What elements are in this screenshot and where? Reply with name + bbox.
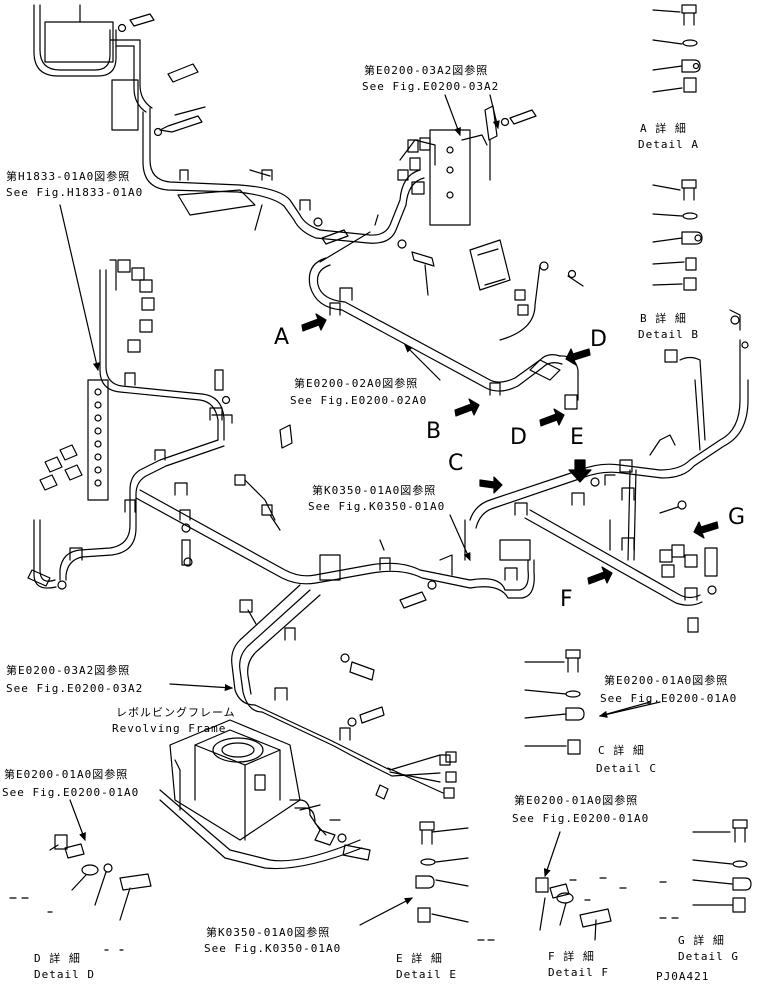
ref-e0200-02a0-en: See Fig.E0200-02A0 xyxy=(290,394,428,407)
detail-d-jp: D 詳 細 xyxy=(34,952,81,965)
arrow-letter-a: A xyxy=(274,325,290,350)
ref-e0200-01a0-bottom-en: See Fig.E0200-01A0 xyxy=(512,812,650,825)
ref-e0200-03a2-top-en: See Fig.E0200-03A2 xyxy=(362,80,500,93)
ref-e0200-03a2-left-en: See Fig.E0200-03A2 xyxy=(6,682,144,695)
detail-f-parts xyxy=(535,877,627,941)
detail-b-en: Detail B xyxy=(638,328,699,341)
top-central-harness xyxy=(315,105,584,341)
arrow-letter-g: G xyxy=(728,505,746,530)
detail-a-jp: A 詳 細 xyxy=(640,122,687,135)
arrow-letter-d-1: D xyxy=(590,327,607,352)
detail-c-jp: C 詳 細 xyxy=(598,744,645,757)
ref-h1833-en: See Fig.H1833-01A0 xyxy=(6,186,144,199)
arrow-letter-e: E xyxy=(570,425,584,450)
reference-leaders xyxy=(59,94,661,926)
frame-label-en: Revolving Frame xyxy=(112,722,227,735)
detail-e-jp: E 詳 細 xyxy=(396,952,443,965)
detail-g-parts xyxy=(659,819,752,919)
detail-c-en: Detail C xyxy=(596,762,657,775)
detail-d-en: Detail D xyxy=(34,968,95,981)
detail-a-parts xyxy=(652,4,701,93)
detail-d-parts xyxy=(9,834,152,951)
top-left-harness xyxy=(33,4,321,239)
revolving-frame xyxy=(159,719,371,870)
right-harness xyxy=(464,309,749,633)
middle-harness xyxy=(135,474,535,800)
detail-a-en: Detail A xyxy=(638,138,699,151)
ref-k0350-bottom-jp: 第K0350-01A0図参照 xyxy=(206,926,331,939)
drawing-id: PJ0A421 xyxy=(656,970,710,983)
ref-e0200-01a0-left-en: See Fig.E0200-01A0 xyxy=(2,786,140,799)
ref-k0350-bottom-en: See Fig.K0350-01A0 xyxy=(204,942,342,955)
detail-f-jp: F 詳 細 xyxy=(548,950,595,963)
detail-g-jp: G 詳 細 xyxy=(678,934,725,947)
ref-e0200-02a0-jp: 第E0200-02A0図参照 xyxy=(294,377,419,390)
view-arrows xyxy=(301,313,719,585)
arrow-letter-f: F xyxy=(560,587,573,612)
ref-h1833-jp: 第H1833-01A0図参照 xyxy=(6,170,131,183)
detail-b-jp: B 詳 細 xyxy=(640,312,687,325)
ref-e0200-01a0-right-en: See Fig.E0200-01A0 xyxy=(600,692,738,705)
ref-e0200-01a0-right-jp: 第E0200-01A0図参照 xyxy=(604,674,729,687)
ref-k0350-mid-en: See Fig.K0350-01A0 xyxy=(308,500,446,513)
ref-k0350-mid-jp: 第K0350-01A0図参照 xyxy=(312,484,437,497)
arrow-letter-c: C xyxy=(448,451,464,476)
ref-e0200-01a0-left-jp: 第E0200-01A0図参照 xyxy=(4,768,129,781)
detail-g-en: Detail G xyxy=(678,950,739,963)
ref-e0200-01a0-bottom-jp: 第E0200-01A0図参照 xyxy=(514,794,639,807)
arrow-letter-d-2: D xyxy=(510,425,527,450)
ref-e0200-03a2-left-jp: 第E0200-03A2図参照 xyxy=(6,664,131,677)
arrow-letter-b: B xyxy=(426,419,442,444)
main-harness xyxy=(308,214,579,410)
detail-b-parts xyxy=(652,179,703,291)
detail-f-en: Detail F xyxy=(548,966,609,979)
frame-label-jp: レボルビングフレーム xyxy=(116,706,236,719)
left-harness xyxy=(27,259,293,590)
ref-e0200-03a2-top-jp: 第E0200-03A2図参照 xyxy=(364,64,489,77)
detail-e-en: Detail E xyxy=(396,968,457,981)
detail-e-parts xyxy=(415,821,495,941)
